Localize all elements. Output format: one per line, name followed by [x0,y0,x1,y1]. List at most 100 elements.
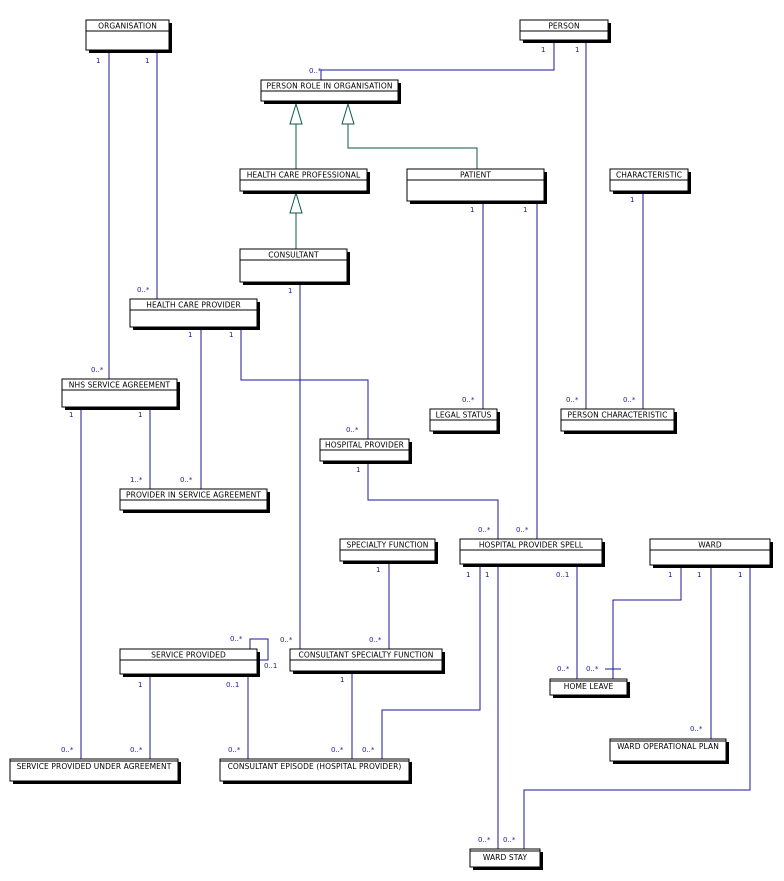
class-health-care-professional[interactable]: HEALTH CARE PROFESSIONAL [239,168,370,194]
mult-spell-many-a: 0..* [478,526,491,534]
class-characteristic-label: CHARACTERISTIC [616,171,682,180]
class-service-provided[interactable]: SERVICE PROVIDED [119,648,260,677]
class-ward-stay[interactable]: WARD STAY [469,848,543,870]
mult-consultant-one: 1 [288,287,292,295]
class-ward-label: WARD [698,541,722,550]
class-hospital-provider[interactable]: HOSPITAL PROVIDER [319,438,412,464]
gen-patient-to-role [347,124,478,169]
class-ward[interactable]: WARD [649,538,773,568]
gen-arrow-hcprof [289,102,303,125]
class-organisation-label: ORGANISATION [98,22,157,31]
mult-csf-one: 1 [340,676,344,684]
mult-person-role-end: 1 [541,46,545,54]
mult-self-optional: 0..1 [264,662,277,670]
mult-ward-stay-many-a: 0..* [478,836,491,844]
mult-spell-optional: 0..1 [556,571,569,579]
mult-service-provided-one: 1 [138,681,142,689]
class-consultant[interactable]: CONSULTANT [239,248,350,285]
mult-person-char-many-a: 0..* [566,396,579,404]
class-person-characteristic-label: PERSON CHARACTERISTIC [568,411,668,420]
class-legal-status[interactable]: LEGAL STATUS [429,408,500,434]
class-consultant-label: CONSULTANT [268,251,319,260]
class-person-role-label: PERSON ROLE IN ORGANISATION [266,82,392,91]
class-person-role[interactable]: PERSON ROLE IN ORGANISATION [260,79,401,104]
gen-arrow-consultant [289,191,303,214]
class-person-label: PERSON [548,22,579,31]
mult-patient-legal: 1 [470,206,474,214]
mult-csf-many-a: 0..* [280,636,293,644]
mult-hcp-one-b: 1 [229,331,233,339]
mult-ward-one-a: 1 [668,571,672,579]
mult-self-many: 0..* [230,635,243,643]
class-specialty-function[interactable]: SPECIALTY FUNCTION [339,538,438,564]
mult-home-leave-many-b: 0..* [586,665,599,673]
mult-ward-one-b: 1 [697,571,701,579]
class-service-provided-under-agreement[interactable]: SERVICE PROVIDED UNDER AGREEMENT [9,758,181,784]
assoc-service-provided-self [249,638,269,661]
class-ward-operational-plan-label: WARD OPERATIONAL PLAN [617,742,719,751]
class-organisation[interactable]: ORGANISATION [85,19,172,53]
assoc-ward-home-leave [612,566,682,679]
class-home-leave-label: HOME LEAVE [564,682,614,691]
mult-person-characteristic-end: 1 [575,46,579,54]
mult-service-provided-optional: 0..1 [226,681,239,689]
assoc-ward-ward-stay [523,566,751,849]
mult-characteristic-one: 1 [630,196,634,204]
mult-hcp-one-a: 1 [188,331,192,339]
mult-hcp-many: 0..* [137,286,150,294]
class-person-characteristic[interactable]: PERSON CHARACTERISTIC [560,408,677,434]
mult-role-many: 0..* [309,67,322,75]
class-consultant-specialty-function[interactable]: CONSULTANT SPECIALTY FUNCTION [289,648,445,674]
mult-agreement-one-a: 1 [69,411,73,419]
mult-episode-many-c: 0..* [362,746,375,754]
mult-spua-many-a: 0..* [61,746,74,754]
class-ward-operational-plan[interactable]: WARD OPERATIONAL PLAN [609,738,729,764]
class-consultant-episode[interactable]: CONSULTANT EPISODE (HOSPITAL PROVIDER) [219,758,412,784]
class-health-care-provider[interactable]: HEALTH CARE PROVIDER [129,298,260,330]
class-home-leave[interactable]: HOME LEAVE [549,678,630,698]
class-legal-status-label: LEGAL STATUS [436,411,492,420]
association-lines [80,42,751,849]
mult-home-leave-many-a: 0..* [557,665,570,673]
mult-ward-stay-many-b: 0..* [503,836,516,844]
mult-legal-many: 0..* [462,396,475,404]
class-characteristic[interactable]: CHARACTERISTIC [609,168,691,194]
mult-spell-many-b: 0..* [516,526,529,534]
assoc-hcp-hospital-provider [240,328,369,439]
class-ward-stay-label: WARD STAY [483,853,528,862]
mult-hospital-provider-one: 1 [356,466,360,474]
class-specialty-function-label: SPECIALTY FUNCTION [346,541,428,550]
gen-arrow-patient [341,102,355,125]
mult-specialty-one: 1 [376,566,380,574]
mult-patient-spell: 1 [523,206,527,214]
assoc-spell-episode [381,565,481,759]
multiplicity-labels: 1 1 1 1 0..* 1 1 1 1 0..* 1 1 0..* 1 1 0… [61,46,742,844]
class-nhs-service-agreement-label: NHS SERVICE AGREEMENT [69,381,171,390]
mult-episode-many-b: 0..* [331,746,344,754]
mult-pisa-many: 0..* [180,476,193,484]
class-hospital-provider-spell-label: HOSPITAL PROVIDER SPELL [479,541,584,550]
mult-ward-one-c: 1 [738,571,742,579]
class-person[interactable]: PERSON [519,19,611,43]
class-patient-label: PATIENT [460,171,491,180]
mult-org-agreement: 1 [96,57,100,65]
class-patient[interactable]: PATIENT [406,168,547,204]
assoc-person-role [320,42,555,80]
mult-spell-one-b: 1 [485,571,489,579]
mult-agreement-one-b: 1 [138,411,142,419]
mult-spua-many-b: 0..* [130,746,143,754]
class-provider-in-service-agreement-label: PROVIDER IN SERVICE AGREEMENT [126,491,261,500]
class-hospital-provider-label: HOSPITAL PROVIDER [325,441,404,450]
mult-agreement-many: 0..* [91,366,104,374]
class-service-provided-under-agreement-label: SERVICE PROVIDED UNDER AGREEMENT [17,762,172,771]
mult-episode-many-a: 0..* [228,746,241,754]
class-nhs-service-agreement[interactable]: NHS SERVICE AGREEMENT [61,378,180,410]
class-health-care-provider-label: HEALTH CARE PROVIDER [146,301,241,310]
class-consultant-episode-label: CONSULTANT EPISODE (HOSPITAL PROVIDER) [228,762,402,771]
mult-pisa-one-many: 1..* [130,476,143,484]
class-provider-in-service-agreement[interactable]: PROVIDER IN SERVICE AGREEMENT [119,488,270,513]
class-hospital-provider-spell[interactable]: HOSPITAL PROVIDER SPELL [459,538,605,567]
mult-org-provider: 1 [145,57,149,65]
mult-operational-plan-many: 0..* [690,725,703,733]
